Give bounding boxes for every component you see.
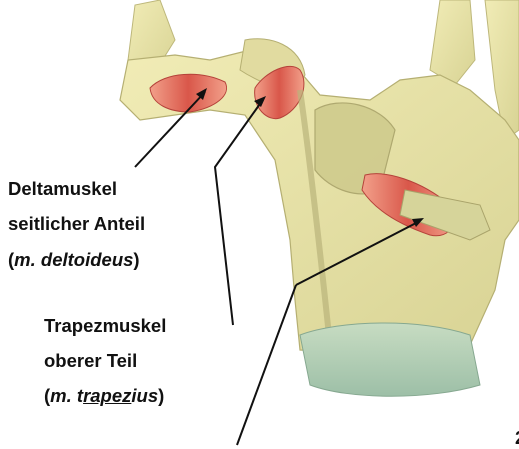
trapezius-latin-underlined: rapez bbox=[83, 385, 131, 406]
trapezius-latin-prefix: m. t bbox=[50, 385, 83, 406]
trapezius-label-line1: Trapezmuskel bbox=[44, 317, 166, 336]
deltoid-name: Deltamuskel bbox=[8, 178, 117, 199]
trapezius-close-paren: ) bbox=[158, 385, 164, 406]
deltoid-part: seitlicher Anteil bbox=[8, 213, 145, 234]
trapezius-label-line2: oberer Teil bbox=[44, 352, 137, 371]
trapezius-label-line3: (m. trapezius) bbox=[44, 387, 164, 406]
deltoid-latin: m. deltoideus bbox=[14, 249, 133, 270]
trapezius-name: Trapezmuskel bbox=[44, 315, 166, 336]
deltoid-label-line2: seitlicher Anteil bbox=[8, 215, 145, 234]
trapezius-latin-suffix: ius bbox=[131, 385, 158, 406]
trapezius-part: oberer Teil bbox=[44, 350, 137, 371]
deltoid-label-line1: Deltamuskel bbox=[8, 180, 117, 199]
deltoid-close-paren: ) bbox=[133, 249, 139, 270]
deltoid-label-line3: (m. deltoideus) bbox=[8, 251, 140, 270]
page-number: 2 bbox=[515, 428, 519, 449]
pelvis-shape bbox=[300, 323, 480, 396]
